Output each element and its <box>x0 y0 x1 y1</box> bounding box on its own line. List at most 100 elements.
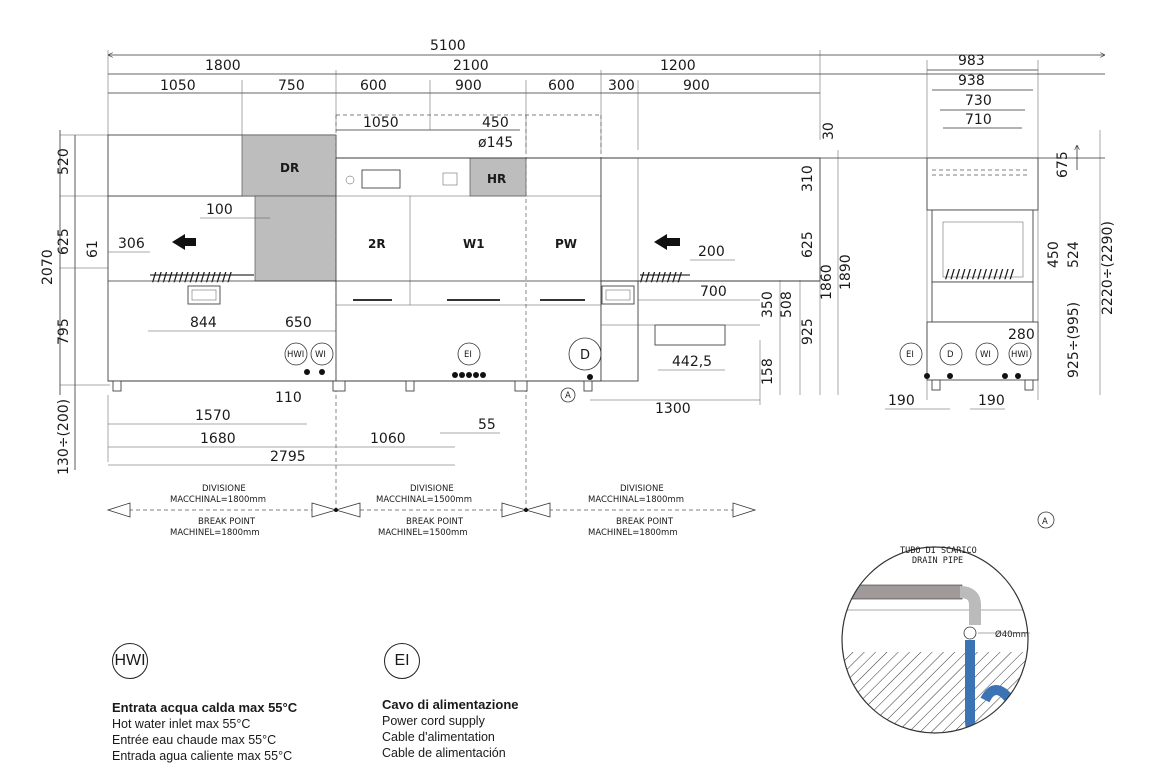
legend-hwi-fr: Entrée eau chaude max 55°C <box>112 733 277 747</box>
conn-a-label: A <box>565 391 571 401</box>
dim-700: 700 <box>700 284 727 300</box>
dim-1890: 1890 <box>838 254 854 290</box>
dim-100: 100 <box>206 202 233 218</box>
side-dim-280: 280 <box>1008 327 1035 343</box>
dim-844: 844 <box>190 315 217 331</box>
svg-text:///////////////: /////////////// <box>152 270 233 284</box>
dim-61: 61 <box>85 240 101 258</box>
module-dr-label: DR <box>280 161 299 175</box>
side-dim-710: 710 <box>965 112 992 128</box>
dim-925: 925 <box>800 318 816 345</box>
dim-158: 158 <box>760 358 776 385</box>
detail-tag: A <box>1042 517 1048 527</box>
inner-dimensions: 100 306 844 650 310 625 200 700 350 508 … <box>108 150 854 395</box>
legend-ei-fr: Cable d'alimentation <box>382 730 495 744</box>
break1-en: MACHINEL=1800mm <box>170 528 260 538</box>
side-dim-675: 675 <box>1055 151 1071 178</box>
dim-625: 625 <box>56 228 72 255</box>
side-conn-wi: WI <box>980 350 991 360</box>
break3-label: BREAK POINT <box>616 517 674 527</box>
div2-it: MACCHINAL=1500mm <box>376 495 472 505</box>
dim-310: 310 <box>800 165 816 192</box>
div1-it: MACCHINAL=1800mm <box>170 495 266 505</box>
div1-label: DIVISIONE <box>202 484 246 494</box>
div3-it: MACCHINAL=1800mm <box>588 495 684 505</box>
dim-130: 130÷(200) <box>56 399 72 475</box>
dim-1570: 1570 <box>195 408 231 424</box>
dim-sec3: 1200 <box>660 58 696 74</box>
break3-en: MACHINEL=1800mm <box>588 528 678 538</box>
module-pw-label: PW <box>555 237 577 251</box>
module-hr-label: HR <box>487 172 506 186</box>
div3-label: DIVISIONE <box>620 484 664 494</box>
svg-text://///////////: ///////////// <box>945 267 1015 281</box>
dim-508: 508 <box>779 291 795 318</box>
left-dimensions: 520 2070 625 61 795 130÷(200) <box>40 130 110 475</box>
top-dimensions: 5100 1800 2100 1200 1050 750 600 900 600… <box>107 38 1105 151</box>
dim-110: 110 <box>275 390 302 406</box>
module-hr <box>469 157 527 197</box>
dim-55: 55 <box>478 417 496 433</box>
legend-hwi-en: Hot water inlet max 55°C <box>112 717 251 731</box>
dim-200: 200 <box>698 244 725 260</box>
dim-1680: 1680 <box>200 431 236 447</box>
dim-600b: 600 <box>548 78 575 94</box>
break2-label: BREAK POINT <box>406 517 464 527</box>
legend-hwi: Entrata acqua calda max 55°C Hot water i… <box>112 700 297 764</box>
dim-900a: 900 <box>455 78 482 94</box>
dim-2070: 2070 <box>40 249 56 285</box>
side-dim-938: 938 <box>958 73 985 89</box>
legend-ei-en: Power cord supply <box>382 714 485 728</box>
dim-600a: 600 <box>360 78 387 94</box>
detail-diam: Ø40mm <box>995 629 1029 640</box>
dim-350: 350 <box>760 291 776 318</box>
side-dim-190b: 190 <box>978 393 1005 409</box>
dim-1050b: 1050 <box>363 115 399 131</box>
legend-ei-title: Cavo di alimentazione <box>382 697 519 712</box>
dim-1060: 1060 <box>370 431 406 447</box>
dim-30: 30 <box>821 122 837 140</box>
dim-306: 306 <box>118 236 145 252</box>
direction-arrow-right <box>654 234 680 250</box>
conn-hwi-label: HWI <box>287 350 304 360</box>
connections: HWI WI EI D A <box>284 337 602 403</box>
dim-1050: 1050 <box>160 78 196 94</box>
dim-300: 300 <box>608 78 635 94</box>
legend-hwi-es: Entrada agua caliente max 55°C <box>112 749 293 763</box>
side-conn-ei: EI <box>906 350 914 360</box>
legend-ei-symbol: EI <box>384 643 420 679</box>
svg-text:////////: //////// <box>640 270 683 284</box>
legend-hwi-symbol: HWI <box>112 643 148 679</box>
detail-tube-it: TUBO DI SCARICO <box>900 546 977 556</box>
module-dr <box>241 134 337 197</box>
conn-ei-label: EI <box>464 350 472 360</box>
dim-625r: 625 <box>800 231 816 258</box>
dim-795: 795 <box>56 318 72 345</box>
side-dim-190a: 190 <box>888 393 915 409</box>
division-lines: DIVISIONE MACCHINAL=1800mm BREAK POINT M… <box>106 484 757 538</box>
dim-450: 450 <box>482 115 509 131</box>
dim-1300: 1300 <box>655 401 691 417</box>
side-dim-983: 983 <box>958 53 985 69</box>
side-dim-450: 450 <box>1046 241 1062 268</box>
div2-label: DIVISIONE <box>410 484 454 494</box>
dim-520: 520 <box>56 148 72 175</box>
dim-145: ø145 <box>478 135 513 151</box>
conn-wi-label: WI <box>315 350 326 360</box>
side-conn-d: D <box>947 350 954 360</box>
dim-sec1: 1800 <box>205 58 241 74</box>
legend-hwi-title: Entrata acqua calda max 55°C <box>112 700 298 715</box>
dim-750: 750 <box>278 78 305 94</box>
detail-tube-en: DRAIN PIPE <box>912 556 963 566</box>
conn-d-label: D <box>580 348 590 363</box>
break2-en: MACHINEL=1500mm <box>378 528 468 538</box>
dim-1860: 1860 <box>819 264 835 300</box>
dim-sec2: 2100 <box>453 58 489 74</box>
dim-650: 650 <box>285 315 312 331</box>
break1-label: BREAK POINT <box>198 517 256 527</box>
machine-front-view: DR HR 2R W1 PW <box>107 114 1105 510</box>
direction-arrow-left <box>172 234 196 250</box>
module-2r-label: 2R <box>368 237 386 251</box>
dim-2795: 2795 <box>270 449 306 465</box>
